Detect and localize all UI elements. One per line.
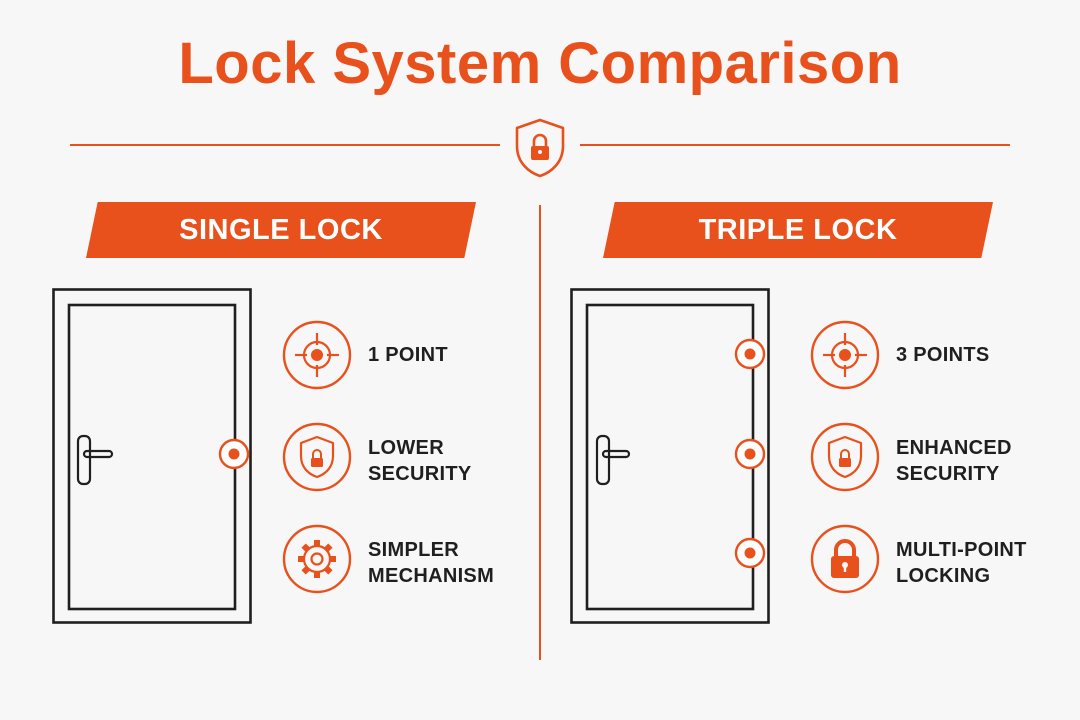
lock-point-marker bbox=[734, 537, 766, 569]
feature-label: MULTI-POINT LOCKING bbox=[896, 539, 1027, 587]
feature-label: ENHANCED SECURITY bbox=[896, 437, 1012, 485]
triple-lock-banner: TRIPLE LOCK bbox=[603, 202, 993, 258]
feature-label: SIMPLER MECHANISM bbox=[368, 539, 495, 587]
center-divider bbox=[539, 205, 541, 660]
single-lock-banner: SINGLE LOCK bbox=[86, 202, 476, 258]
gear-icon bbox=[282, 524, 352, 594]
triple-lock-door bbox=[570, 288, 770, 624]
single-lock-door bbox=[52, 288, 252, 624]
crosshair-icon bbox=[282, 320, 352, 390]
feature-label: 3 POINTS bbox=[896, 344, 990, 366]
lock-point-marker bbox=[734, 338, 766, 370]
shield-lock-icon bbox=[282, 422, 352, 492]
door-handle-icon bbox=[595, 434, 631, 486]
shield-lock-icon bbox=[515, 118, 565, 178]
feature-label: 1 POINT bbox=[368, 344, 448, 366]
door-handle-icon bbox=[76, 434, 114, 486]
feature-label: LOWER SECURITY bbox=[368, 437, 472, 485]
padlock-icon bbox=[810, 524, 880, 594]
lock-point-marker bbox=[734, 438, 766, 470]
title-rule-right bbox=[580, 144, 1010, 146]
page-title: Lock System Comparison bbox=[178, 31, 902, 96]
shield-lock-icon bbox=[810, 422, 880, 492]
lock-point-marker bbox=[218, 438, 250, 470]
crosshair-icon bbox=[810, 320, 880, 390]
title-rule-left bbox=[70, 144, 500, 146]
